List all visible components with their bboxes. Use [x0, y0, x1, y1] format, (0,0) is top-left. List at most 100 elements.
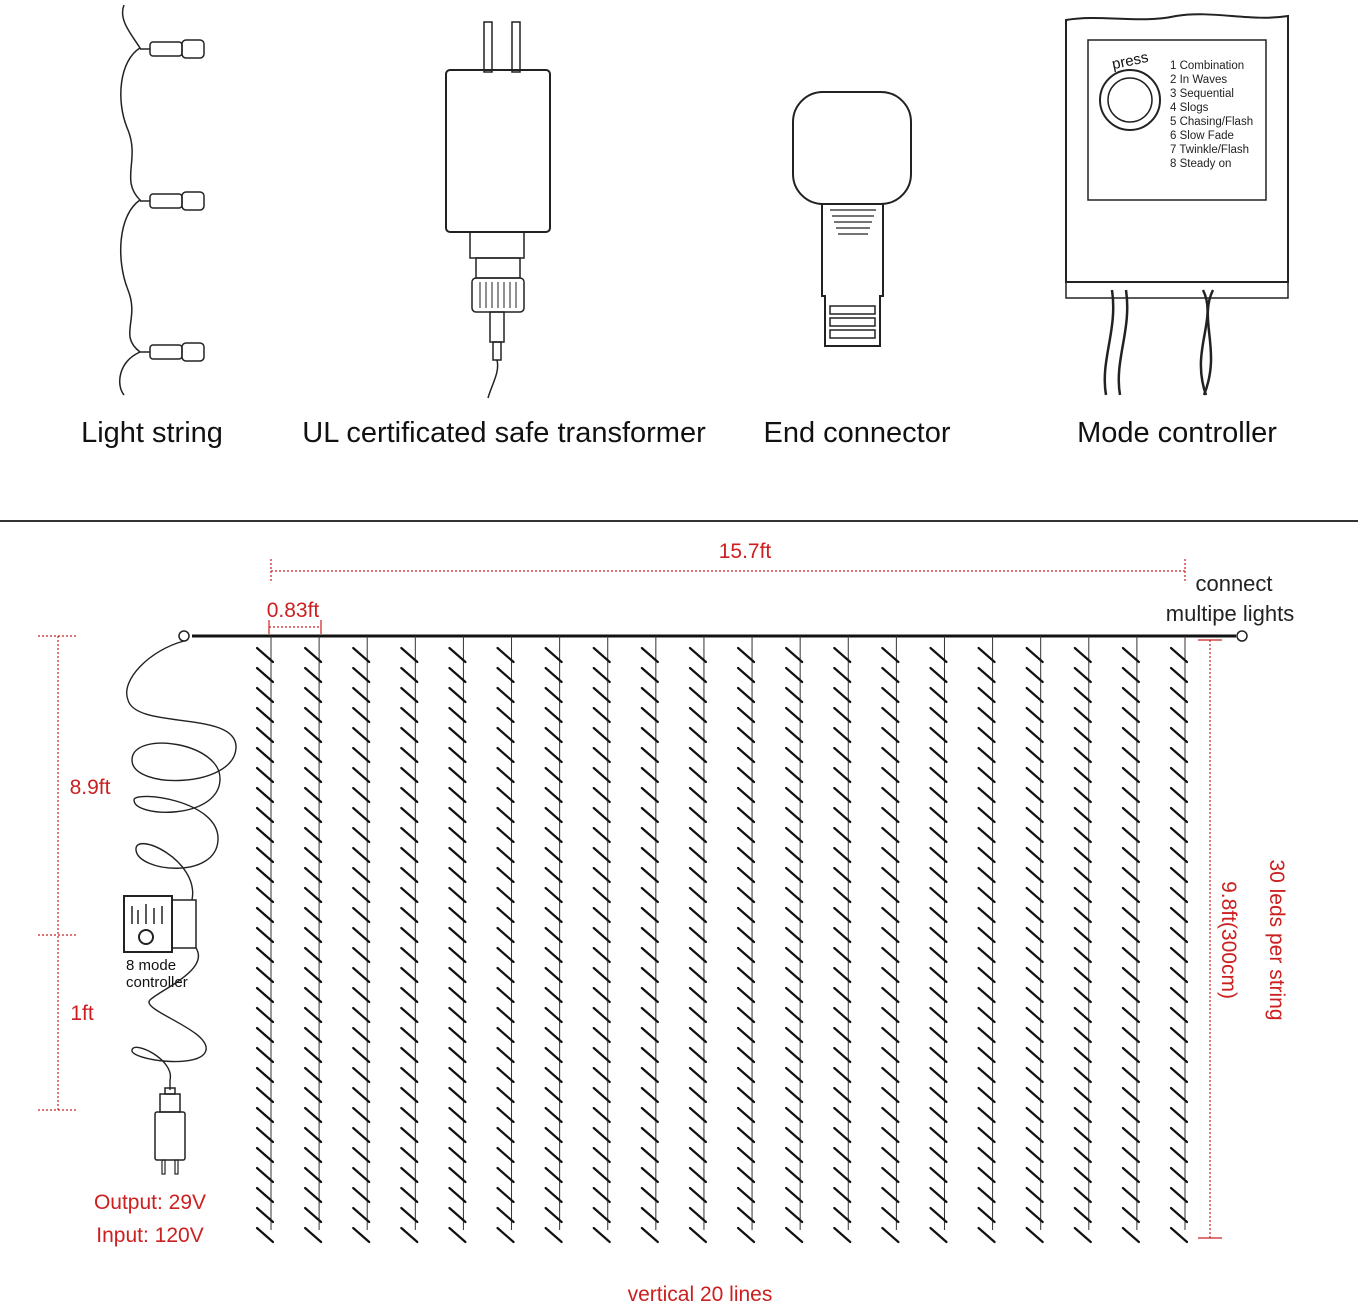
led-bulb [448, 766, 467, 784]
led-bulb [881, 1186, 900, 1204]
led-bulb [785, 706, 804, 724]
led-bulb [304, 1066, 323, 1084]
led-bulb [688, 986, 708, 1004]
light-strand [688, 636, 708, 1244]
led-bulb [304, 1186, 323, 1204]
led-bulb [592, 766, 611, 784]
led-bulb [400, 1086, 419, 1104]
led-bulb [640, 1126, 659, 1144]
led-bulb [833, 1126, 852, 1144]
led-bulb [1169, 906, 1189, 924]
led-bulb [977, 1126, 996, 1144]
led-bulb [833, 1146, 852, 1164]
led-bulb [304, 966, 323, 984]
led-bulb [1025, 686, 1044, 704]
caption-transformer: UL certificated safe transformer [302, 417, 706, 449]
led-bulb [592, 686, 611, 704]
lead-cable-coil [126, 640, 237, 901]
led-bulb [977, 766, 996, 784]
led-bulb [736, 866, 756, 884]
led-bulb [1025, 1146, 1044, 1164]
led-bulb [352, 846, 371, 864]
led-bulb [496, 806, 515, 824]
led-bulb [1025, 946, 1044, 964]
led-bulb [881, 886, 900, 904]
mode-item: 7 Twinkle/Flash [1170, 144, 1249, 156]
led-bulb [929, 726, 948, 744]
led-bulb [929, 1046, 948, 1064]
led-bulb [352, 826, 371, 844]
led-bulb [1169, 1126, 1189, 1144]
led-bulb [977, 706, 996, 724]
led-bulb [1073, 1006, 1092, 1024]
led-bulb [640, 926, 659, 944]
led-bulb [1169, 646, 1189, 664]
led-bulb [1073, 686, 1092, 704]
led-bulb [736, 966, 756, 984]
led-bulb [1025, 866, 1044, 884]
led-bulb [592, 926, 611, 944]
led-bulb [881, 1046, 900, 1064]
led-bulb [929, 1026, 948, 1044]
led-bulb [448, 826, 467, 844]
led-bulb [929, 886, 948, 904]
led-bulb [448, 786, 467, 804]
led-bulb [448, 846, 467, 864]
caption-light-string: Light string [81, 417, 223, 449]
led-bulb [400, 746, 419, 764]
led-bulb [544, 786, 563, 804]
led-bulb [1073, 1066, 1092, 1084]
led-bulb [881, 786, 900, 804]
led-bulb [1121, 1106, 1140, 1124]
led-bulb [448, 946, 467, 964]
led-bulb [544, 826, 563, 844]
led-bulb [736, 1146, 756, 1164]
led-bulb [352, 1046, 371, 1064]
led-bulb [1025, 986, 1044, 1004]
led-bulb [255, 1166, 275, 1184]
led-bulb [544, 1066, 563, 1084]
led-bulb [592, 706, 611, 724]
led-bulb [400, 906, 419, 924]
led-bulb [400, 1226, 419, 1244]
led-bulb [833, 786, 852, 804]
light-strand [736, 636, 756, 1244]
press-button-icon[interactable] [1099, 69, 1161, 131]
led-bulb [448, 1106, 467, 1124]
light-strand [1073, 636, 1092, 1244]
led-bulb [1073, 1146, 1092, 1164]
led-bulb [1073, 946, 1092, 964]
led-bulb [977, 966, 996, 984]
led-bulb [304, 746, 323, 764]
led-bulb [400, 1186, 419, 1204]
caption-end-connector: End connector [763, 417, 950, 449]
led-bulb [1073, 766, 1092, 784]
led-bulb [1169, 946, 1189, 964]
led-bulb [1025, 1086, 1044, 1104]
led-bulb [1025, 1186, 1044, 1204]
led-bulb [688, 1106, 708, 1124]
led-bulb [255, 1126, 275, 1144]
led-bulb [640, 1086, 659, 1104]
led-bulb [544, 1166, 563, 1184]
transformer-illustration [445, 21, 551, 399]
led-bulb [304, 866, 323, 884]
led-bulb [640, 966, 659, 984]
led-bulb [833, 706, 852, 724]
led-bulb [688, 1026, 708, 1044]
led-bulb [304, 666, 323, 684]
led-bulb [1121, 806, 1140, 824]
light-strand [544, 636, 563, 1244]
led-bulb [592, 866, 611, 884]
led-bulb [304, 1046, 323, 1064]
led-bulb [881, 766, 900, 784]
led-bulb [736, 1006, 756, 1024]
led-bulb [1073, 786, 1092, 804]
led-bulb [352, 766, 371, 784]
led-bulb [352, 1006, 371, 1024]
led-bulb [544, 986, 563, 1004]
led-bulb [496, 866, 515, 884]
led-bulb [400, 1206, 419, 1224]
led-bulb [833, 1046, 852, 1064]
led-bulb [352, 946, 371, 964]
